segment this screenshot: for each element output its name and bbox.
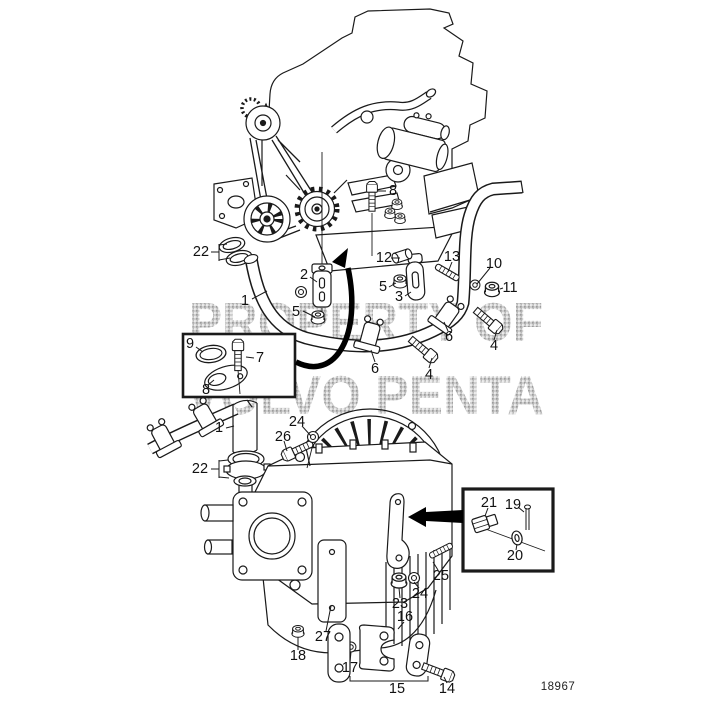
bracket-22-top bbox=[211, 243, 231, 261]
shift-lever bbox=[386, 493, 410, 569]
alternator bbox=[285, 174, 348, 232]
idler-pulley-hub bbox=[392, 164, 404, 176]
washer-5 bbox=[294, 285, 308, 299]
engine-top-hose bbox=[331, 88, 437, 134]
tensioner-pulley bbox=[240, 97, 281, 141]
support-bracket-3 bbox=[405, 252, 426, 301]
bracket-15 bbox=[349, 676, 429, 682]
nut-5 bbox=[392, 274, 408, 289]
gearbox-front-flange bbox=[200, 491, 313, 581]
washer-24 bbox=[407, 571, 421, 585]
bushing-12 bbox=[391, 248, 413, 264]
support-bracket-2 bbox=[311, 152, 333, 314]
stud-13 bbox=[433, 262, 461, 283]
nut-11 bbox=[483, 281, 501, 298]
cover-plate-27 bbox=[317, 539, 347, 623]
mount-parts bbox=[327, 623, 457, 684]
water-pump-pulley bbox=[243, 195, 291, 243]
mount-bolt-14 bbox=[420, 659, 457, 684]
nut-18 bbox=[291, 624, 305, 638]
pin-19 bbox=[524, 504, 531, 530]
exhaust-gaskets-22 bbox=[218, 236, 253, 267]
oil-cooler-ribs bbox=[385, 546, 451, 646]
mount-block-16 bbox=[358, 624, 395, 672]
nut bbox=[394, 212, 406, 225]
riser-gaskets-22 bbox=[223, 450, 271, 500]
leader-lines bbox=[195, 190, 525, 684]
gasket-kit-inset-box bbox=[181, 332, 297, 399]
nut-23 bbox=[390, 572, 408, 589]
riser-tube-assembly bbox=[223, 399, 271, 500]
nut-5 bbox=[310, 310, 326, 325]
gasket-8 bbox=[204, 364, 248, 391]
nut bbox=[384, 207, 396, 220]
washer-20 bbox=[511, 530, 523, 546]
engine-assembly bbox=[213, 8, 488, 272]
diagram-number: 18967 bbox=[540, 681, 576, 693]
drive-belt bbox=[249, 135, 313, 242]
starter-motor bbox=[376, 112, 450, 173]
mount-plate bbox=[327, 623, 351, 683]
engine-outline bbox=[261, 8, 488, 206]
nut bbox=[391, 198, 403, 211]
pointer-arrow-curved bbox=[294, 248, 355, 370]
transmission-assembly bbox=[200, 408, 454, 654]
washer-24 bbox=[306, 430, 320, 444]
bracket-22-bottom bbox=[211, 459, 230, 479]
plug-21 bbox=[471, 513, 499, 534]
plug-kit-inset-box bbox=[461, 487, 555, 573]
pointer-arrow-straight bbox=[408, 507, 463, 527]
